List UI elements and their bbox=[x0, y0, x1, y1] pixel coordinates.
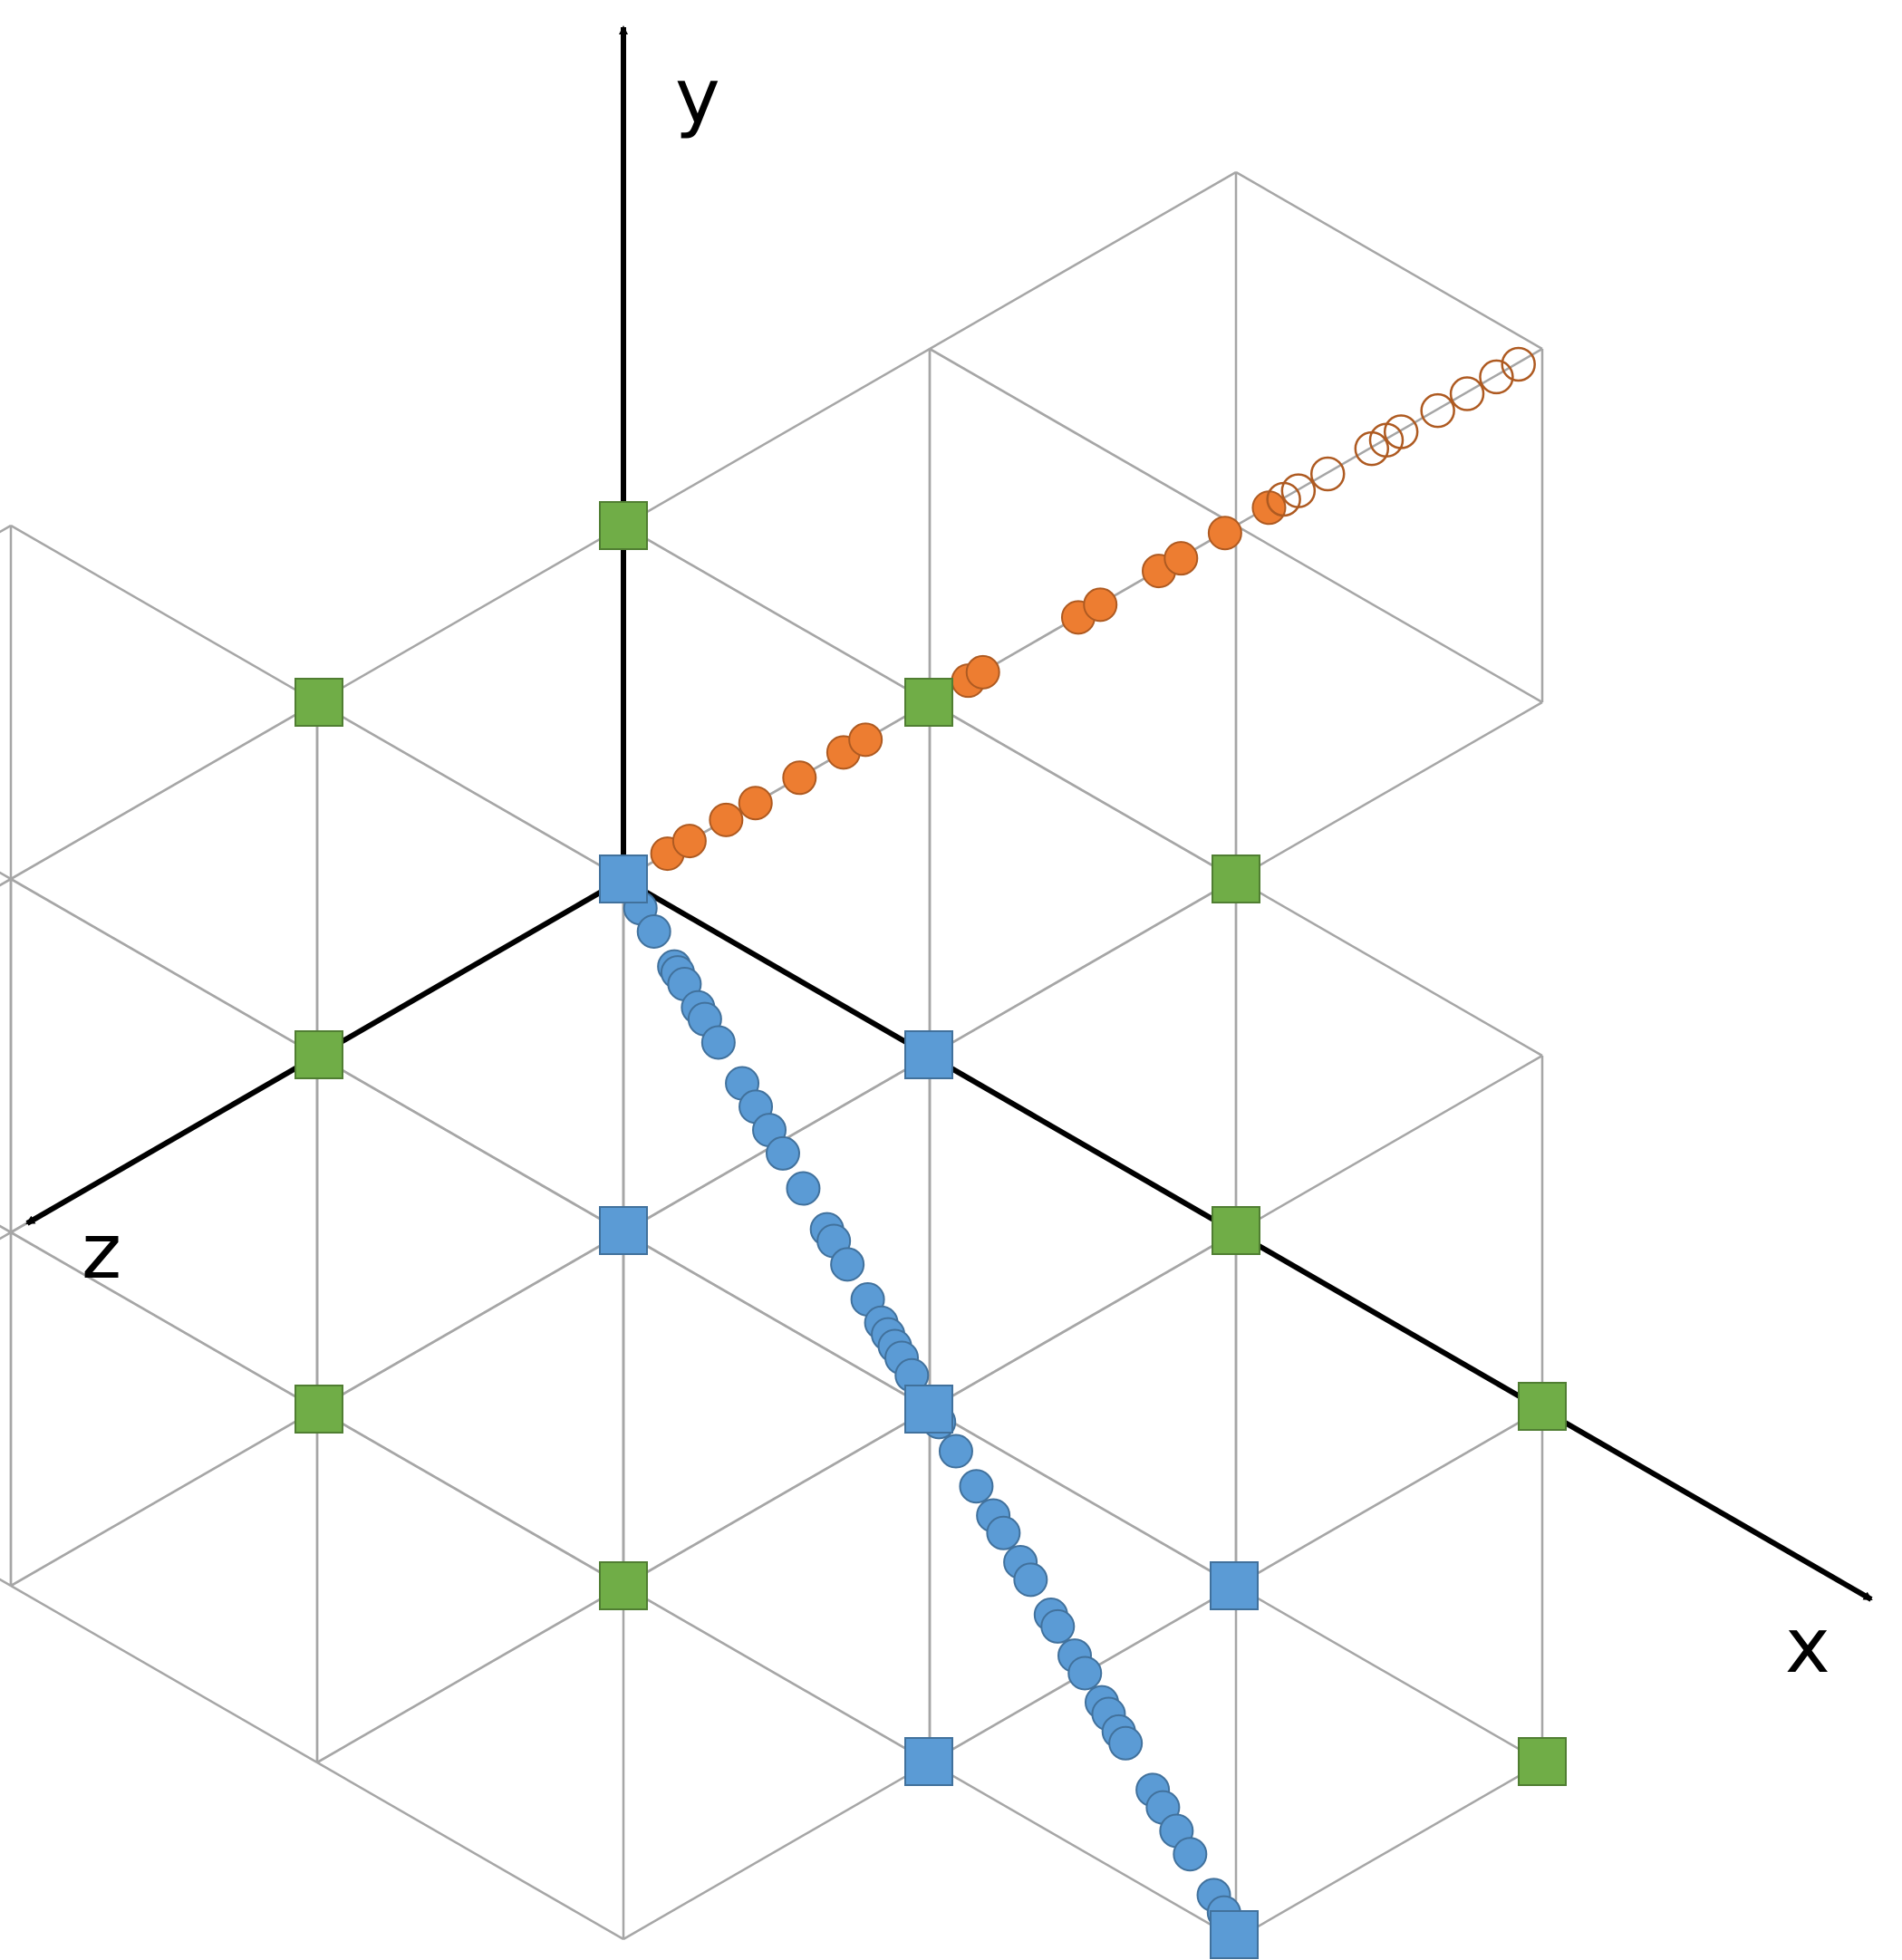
grid-line bbox=[1235, 1584, 1543, 1764]
grid-line bbox=[1235, 1407, 1543, 1588]
grid-line bbox=[1235, 877, 1543, 1057]
orange-data-point bbox=[671, 824, 707, 859]
blue-data-point bbox=[700, 1025, 736, 1060]
grid-line bbox=[10, 1584, 318, 1764]
orange-hollow-point bbox=[1479, 359, 1514, 395]
grid-line bbox=[929, 170, 1237, 351]
orange-data-point bbox=[782, 760, 817, 796]
grid-line bbox=[316, 1584, 624, 1764]
green-square-marker bbox=[1518, 1737, 1567, 1786]
green-square-marker bbox=[1518, 1382, 1567, 1431]
green-square-marker bbox=[294, 1030, 343, 1079]
blue-data-point bbox=[1040, 1608, 1076, 1644]
grid-line bbox=[623, 1407, 931, 1588]
grid-line bbox=[1235, 170, 1543, 351]
grid-line bbox=[0, 1224, 12, 1234]
orange-hollow-point bbox=[1383, 414, 1419, 449]
orange-hollow-point bbox=[1501, 346, 1536, 382]
grid-line bbox=[316, 1761, 624, 1941]
blue-square-marker bbox=[599, 1206, 648, 1255]
grid-line bbox=[929, 700, 1237, 881]
grid-line bbox=[316, 1231, 624, 1411]
grid-line bbox=[316, 524, 624, 704]
blue-data-point bbox=[986, 1515, 1021, 1550]
grid-line bbox=[1235, 347, 1543, 527]
grid-line bbox=[623, 1231, 931, 1411]
orange-data-point bbox=[1083, 587, 1118, 623]
grid-line bbox=[0, 877, 12, 887]
blue-data-point bbox=[636, 914, 671, 949]
orange-hollow-point bbox=[1309, 456, 1346, 492]
blue-data-point bbox=[1013, 1562, 1048, 1598]
green-square-marker bbox=[904, 678, 953, 727]
grid-line bbox=[0, 871, 12, 881]
blue-data-point bbox=[1067, 1656, 1103, 1691]
axes bbox=[25, 25, 1873, 1602]
axis-labels: y z x bbox=[82, 52, 1830, 1690]
orange-data-point bbox=[738, 786, 773, 821]
grid-markers bbox=[294, 501, 1567, 1959]
orange-hollow-point bbox=[1280, 473, 1317, 508]
grid-line bbox=[0, 877, 12, 887]
isometric-grid bbox=[0, 170, 1544, 1941]
orange-hollow-point bbox=[1449, 376, 1485, 411]
grid-line bbox=[316, 1407, 624, 1588]
grid-line bbox=[316, 700, 624, 881]
grid-line bbox=[10, 877, 318, 1057]
blue-square-marker bbox=[904, 1385, 953, 1434]
blue-square-marker bbox=[599, 854, 648, 903]
orange-data-point bbox=[848, 722, 883, 758]
grid-line bbox=[1235, 1054, 1543, 1234]
green-square-marker bbox=[294, 678, 343, 727]
green-square-marker bbox=[294, 1385, 343, 1434]
grid-line bbox=[1235, 524, 1543, 704]
blue-square-marker bbox=[1210, 1561, 1259, 1610]
y-axis-label: y bbox=[675, 52, 720, 140]
blue-data-point bbox=[938, 1434, 973, 1469]
grid-line bbox=[0, 1224, 12, 1234]
green-square-marker bbox=[1212, 854, 1260, 903]
grid-line bbox=[1235, 700, 1543, 881]
grid-line bbox=[10, 700, 318, 881]
grid-line bbox=[0, 1231, 12, 1241]
orange-hollow-point bbox=[1420, 392, 1455, 429]
green-square-marker bbox=[599, 1561, 648, 1610]
orange-data-point bbox=[1207, 516, 1242, 551]
grid-line bbox=[623, 1584, 931, 1764]
orange-data-point bbox=[709, 802, 744, 837]
x-axis-label: x bbox=[1785, 1601, 1830, 1690]
grid-line bbox=[929, 347, 1237, 527]
grid-line bbox=[623, 1761, 931, 1941]
green-square-marker bbox=[599, 501, 648, 550]
grid-line bbox=[929, 877, 1237, 1057]
grid-line bbox=[929, 1761, 1237, 1941]
grid-line bbox=[623, 347, 931, 527]
blue-square-marker bbox=[904, 1737, 953, 1786]
orange-data-point bbox=[965, 654, 1000, 690]
grid-line bbox=[1235, 1761, 1543, 1941]
blue-data-point bbox=[765, 1135, 800, 1171]
grid-line bbox=[10, 1407, 318, 1588]
blue-data-point bbox=[959, 1469, 994, 1504]
grid-line bbox=[0, 524, 12, 534]
grid-line bbox=[929, 1231, 1237, 1411]
blue-square-marker bbox=[1210, 1910, 1259, 1959]
grid-line bbox=[623, 524, 931, 704]
blue-data-point bbox=[1173, 1837, 1208, 1872]
grid-line bbox=[929, 1407, 1237, 1588]
blue-data-point bbox=[1108, 1725, 1144, 1761]
grid-line bbox=[10, 524, 318, 704]
blue-data-point bbox=[786, 1171, 821, 1206]
grid-line bbox=[0, 1578, 12, 1588]
z-axis-label: z bbox=[82, 1207, 121, 1296]
orange-data-point bbox=[1163, 541, 1199, 576]
grid-line bbox=[316, 1054, 624, 1234]
blue-data-point bbox=[830, 1247, 865, 1282]
grid-line bbox=[10, 1231, 318, 1411]
green-square-marker bbox=[1212, 1206, 1260, 1255]
blue-square-marker bbox=[904, 1030, 953, 1079]
